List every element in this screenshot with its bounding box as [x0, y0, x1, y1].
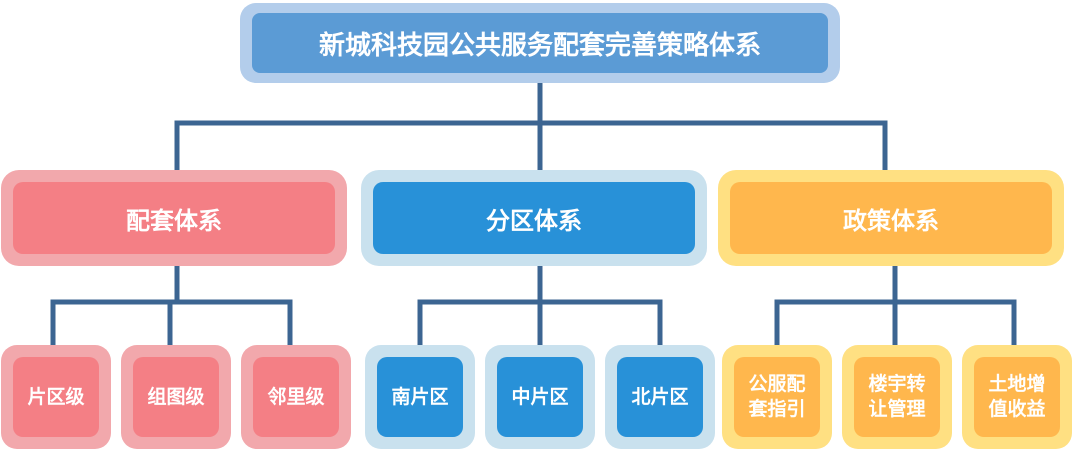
- category-box-peitao: 配套体系: [13, 182, 335, 254]
- category-node-zhengce: 政策体系: [718, 170, 1064, 266]
- root-title-text: 新城科技园公共服务配套完善策略体系: [318, 30, 761, 61]
- leaf-label: 片区级: [27, 385, 85, 408]
- leaf-node-pianquji: 片区级: [1, 345, 111, 449]
- root-title-node: 新城科技园公共服务配套完善策略体系: [240, 3, 840, 83]
- leaf-label: 公服配 套指引: [748, 373, 806, 420]
- root-title-box: 新城科技园公共服务配套完善策略体系: [252, 13, 828, 73]
- category-label-zhengce: 政策体系: [843, 206, 939, 235]
- category-box-fenqu: 分区体系: [373, 182, 695, 254]
- leaf-node-zhongpianqu: 中片区: [485, 345, 595, 449]
- leaf-label: 中片区: [511, 385, 569, 408]
- leaf-label: 组图级: [147, 385, 205, 408]
- leaf-box: 南片区: [377, 357, 463, 437]
- leaf-label: 楼宇转 让管理: [868, 373, 926, 420]
- leaf-label: 土地增 值收益: [988, 373, 1046, 420]
- category-node-fenqu: 分区体系: [361, 170, 707, 266]
- leaf-box: 中片区: [497, 357, 583, 437]
- leaf-node-beipianqu: 北片区: [605, 345, 715, 449]
- leaf-node-louyu: 楼宇转 让管理: [842, 345, 952, 449]
- leaf-box: 土地增 值收益: [974, 357, 1060, 437]
- category-label-peitao: 配套体系: [126, 206, 222, 235]
- leaf-node-nanpianqu: 南片区: [365, 345, 475, 449]
- leaf-label: 邻里级: [267, 385, 325, 408]
- leaf-box: 楼宇转 让管理: [854, 357, 940, 437]
- leaf-box: 公服配 套指引: [734, 357, 820, 437]
- leaf-node-tudi: 土地增 值收益: [962, 345, 1072, 449]
- category-box-zhengce: 政策体系: [730, 182, 1052, 254]
- leaf-box: 北片区: [617, 357, 703, 437]
- leaf-box: 邻里级: [253, 357, 339, 437]
- leaf-node-zutuji: 组图级: [121, 345, 231, 449]
- leaf-box: 组图级: [133, 357, 219, 437]
- leaf-label: 南片区: [391, 385, 449, 408]
- leaf-label: 北片区: [631, 385, 689, 408]
- category-label-fenqu: 分区体系: [486, 206, 582, 235]
- category-node-peitao: 配套体系: [1, 170, 347, 266]
- leaf-box: 片区级: [13, 357, 99, 437]
- leaf-node-linliji: 邻里级: [241, 345, 351, 449]
- leaf-node-gongfu: 公服配 套指引: [722, 345, 832, 449]
